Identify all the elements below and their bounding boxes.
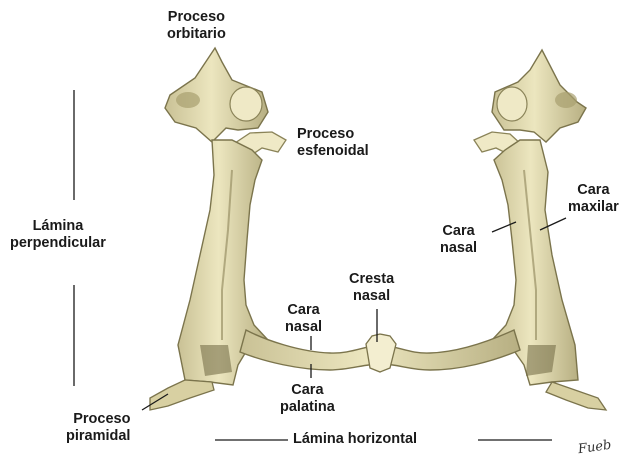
nasal-crest: [366, 334, 396, 372]
left-pyramidal-process: [150, 380, 214, 410]
right-pyramidal-process: [546, 382, 606, 410]
label-lamina-horizontal: Lámina horizontal: [293, 431, 417, 448]
